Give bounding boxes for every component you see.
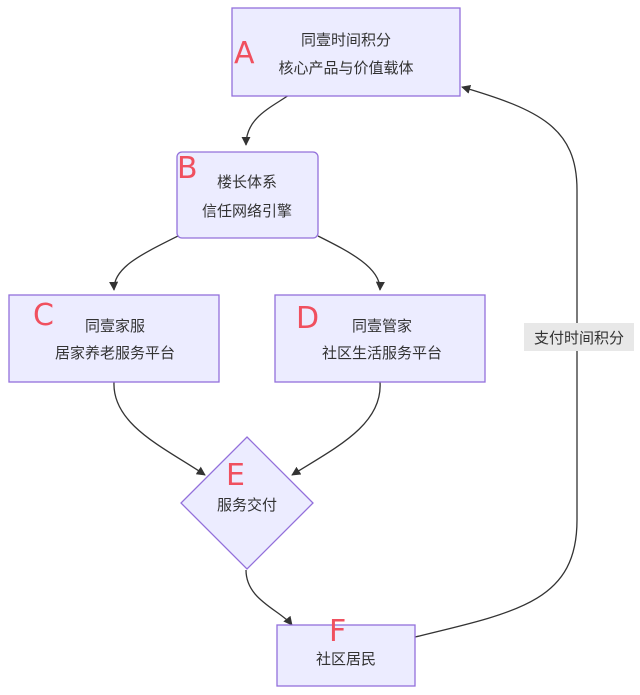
node-a-title: 同壹时间积分 [301,31,391,49]
node-e[interactable]: E 服务交付 [180,436,314,570]
node-b[interactable]: B 楼长体系 信任网络引擎 [176,151,319,239]
node-b-subtitle: 信任网络引擎 [202,202,292,220]
edge-f-to-a [414,84,578,638]
node-f[interactable]: F 社区居民 [276,614,416,687]
node-e-title: 服务交付 [217,496,277,514]
edge-b-to-c [109,235,179,291]
node-marker-a: A [234,36,255,71]
node-c[interactable]: C 同壹家服 居家养老服务平台 [8,294,220,383]
node-d[interactable]: D 同壹管家 社区生活服务平台 [274,294,486,383]
node-c-title: 同壹家服 [85,317,145,335]
node-a[interactable]: A 同壹时间积分 核心产品与价值载体 [231,7,461,97]
edge-c-to-e [113,381,206,476]
edge-a-to-b [241,94,290,146]
node-marker-b: B [177,151,198,186]
node-marker-e: E [226,458,245,493]
node-c-subtitle: 居家养老服务平台 [55,344,175,362]
node-f-title: 社区居民 [316,650,376,668]
edge-d-to-e [291,381,381,476]
node-marker-f: F [329,614,346,649]
edge-e-to-f [245,569,293,626]
edge-label-f-to-a: 支付时间积分 [524,323,634,351]
edge-b-to-d [317,235,385,291]
node-b-title: 楼长体系 [217,173,277,191]
node-d-title: 同壹管家 [352,317,412,335]
node-marker-c: C [33,298,54,333]
node-d-subtitle: 社区生活服务平台 [322,344,442,362]
edge-label-text: 支付时间积分 [534,329,624,347]
node-a-subtitle: 核心产品与价值载体 [278,59,413,77]
node-marker-d: D [296,301,319,336]
